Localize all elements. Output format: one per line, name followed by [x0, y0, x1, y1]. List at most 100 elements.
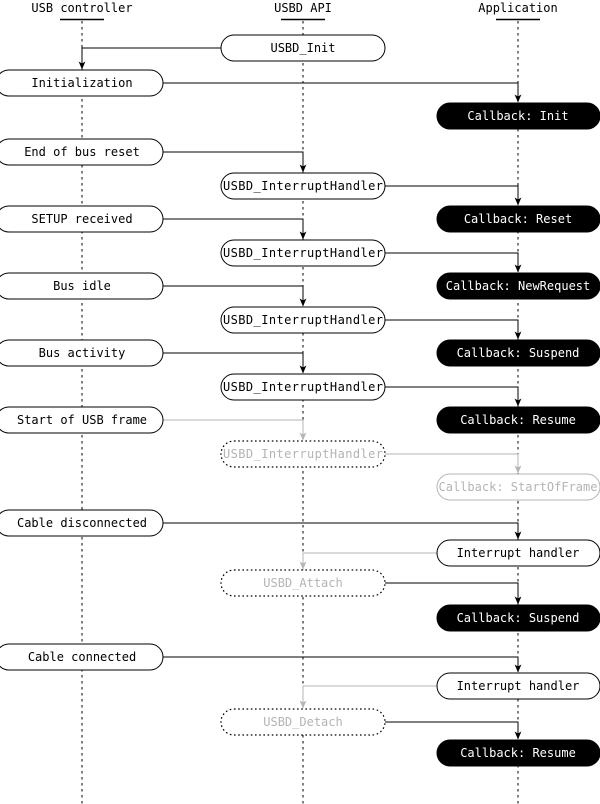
- connection-n13-to-n14: [163, 352, 307, 374]
- connection-n08-to-n09: [385, 252, 522, 273]
- node-n20[interactable]: Interrupt handler: [436, 539, 600, 567]
- node-n18[interactable]: Callback: StartOfFrame: [436, 473, 600, 501]
- connection-n17-to-n18: [385, 453, 522, 474]
- node-label-n17: USBD_InterruptHandler: [223, 447, 383, 461]
- node-box-n22[interactable]: [436, 604, 600, 632]
- connection-n16-to-n17: [163, 419, 307, 441]
- node-box-n06[interactable]: [436, 205, 600, 233]
- node-label-n05: USBD_InterruptHandler: [223, 179, 383, 193]
- connection-n19-to-n20: [163, 522, 522, 540]
- node-n02[interactable]: Initialization: [0, 69, 164, 97]
- connection-n25-to-n26: [385, 721, 522, 740]
- node-label-n19: Cable disconnected: [17, 516, 147, 530]
- node-label-n03: Callback: Init: [467, 109, 568, 123]
- connection-n02-to-n03: [163, 82, 522, 103]
- node-label-n14: USBD_InterruptHandler: [223, 380, 383, 394]
- node-box-n14[interactable]: [220, 373, 386, 401]
- connection-n04-to-n05: [163, 151, 307, 173]
- node-label-n08: USBD_InterruptHandler: [223, 246, 383, 260]
- connection-n05-to-n06: [385, 185, 522, 206]
- connection-n10-to-n11: [163, 285, 307, 307]
- node-n15[interactable]: Callback: Resume: [436, 406, 600, 434]
- node-label-n11: USBD_InterruptHandler: [223, 313, 383, 327]
- node-n21[interactable]: USBD_Attach: [220, 569, 386, 597]
- node-n06[interactable]: Callback: Reset: [436, 205, 600, 233]
- node-label-n16: Start of USB frame: [17, 413, 147, 427]
- node-n01[interactable]: USBD_Init: [220, 34, 386, 62]
- node-n03[interactable]: Callback: Init: [436, 102, 600, 130]
- node-n19[interactable]: Cable disconnected: [0, 509, 164, 537]
- node-box-n16[interactable]: [0, 406, 164, 434]
- node-n10[interactable]: Bus idle: [0, 272, 164, 300]
- node-box-n13[interactable]: [0, 339, 164, 367]
- node-label-n13: Bus activity: [39, 346, 126, 360]
- node-label-n04: End of bus reset: [24, 145, 140, 159]
- node-box-n19[interactable]: [0, 509, 164, 537]
- node-n16[interactable]: Start of USB frame: [0, 406, 164, 434]
- lifeline-header-application: Application: [478, 1, 557, 15]
- node-box-n25[interactable]: [220, 708, 386, 736]
- connection-n11-to-n12: [385, 319, 522, 340]
- node-label-n26: Callback: Resume: [460, 746, 576, 760]
- node-label-n25: USBD_Detach: [263, 715, 342, 729]
- node-box-n12[interactable]: [436, 339, 600, 367]
- node-n22[interactable]: Callback: Suspend: [436, 604, 600, 632]
- node-box-n08[interactable]: [220, 239, 386, 267]
- connections-layer: [78, 47, 522, 740]
- node-box-n18[interactable]: [436, 473, 600, 501]
- connection-n23-to-n24: [163, 656, 522, 673]
- node-box-n07[interactable]: [0, 205, 164, 233]
- node-label-n15: Callback: Resume: [460, 413, 576, 427]
- node-label-n07: SETUP received: [31, 212, 132, 226]
- node-n05[interactable]: USBD_InterruptHandler: [220, 172, 386, 200]
- node-n25[interactable]: USBD_Detach: [220, 708, 386, 736]
- lifeline-header-usbd_api: USBD API: [274, 1, 332, 15]
- node-label-n01: USBD_Init: [270, 41, 335, 55]
- connection-n21-to-n22: [385, 582, 522, 605]
- node-box-n17[interactable]: [220, 440, 386, 468]
- node-n11[interactable]: USBD_InterruptHandler: [220, 306, 386, 334]
- node-box-n23[interactable]: [0, 643, 164, 671]
- node-label-n09: Callback: NewRequest: [446, 279, 591, 293]
- node-n13[interactable]: Bus activity: [0, 339, 164, 367]
- node-label-n20: Interrupt handler: [457, 546, 580, 560]
- node-box-n01[interactable]: [220, 34, 386, 62]
- node-box-n15[interactable]: [436, 406, 600, 434]
- node-box-n04[interactable]: [0, 138, 164, 166]
- node-n09[interactable]: Callback: NewRequest: [436, 272, 600, 300]
- node-n04[interactable]: End of bus reset: [0, 138, 164, 166]
- node-label-n23: Cable connected: [28, 650, 136, 664]
- node-n12[interactable]: Callback: Suspend: [436, 339, 600, 367]
- node-box-n03[interactable]: [436, 102, 600, 130]
- connection-n14-to-n15: [385, 386, 522, 407]
- node-n24[interactable]: Interrupt handler: [436, 672, 600, 700]
- connection-n24-to-n25: [299, 685, 437, 709]
- node-box-n26[interactable]: [436, 739, 600, 767]
- node-box-n24[interactable]: [436, 672, 600, 700]
- node-label-n02: Initialization: [31, 76, 132, 90]
- node-label-n22: Callback: Suspend: [457, 611, 580, 625]
- node-n17[interactable]: USBD_InterruptHandler: [220, 440, 386, 468]
- node-label-n24: Interrupt handler: [457, 679, 580, 693]
- node-box-n09[interactable]: [436, 272, 600, 300]
- node-label-n10: Bus idle: [53, 279, 111, 293]
- headers-layer: USB controller USBD API Application: [31, 1, 558, 21]
- lifeline-header-usb_controller: USB controller: [31, 1, 132, 15]
- connection-n20-to-n21: [299, 552, 437, 570]
- node-box-n10[interactable]: [0, 272, 164, 300]
- node-n26[interactable]: Callback: Resume: [436, 739, 600, 767]
- connection-n07-to-n08: [163, 218, 307, 240]
- node-n23[interactable]: Cable connected: [0, 643, 164, 671]
- node-label-n06: Callback: Reset: [464, 212, 572, 226]
- node-box-n20[interactable]: [436, 539, 600, 567]
- node-n08[interactable]: USBD_InterruptHandler: [220, 239, 386, 267]
- node-box-n02[interactable]: [0, 69, 164, 97]
- node-n07[interactable]: SETUP received: [0, 205, 164, 233]
- node-box-n05[interactable]: [220, 172, 386, 200]
- node-n14[interactable]: USBD_InterruptHandler: [220, 373, 386, 401]
- node-box-n21[interactable]: [220, 569, 386, 597]
- node-box-n11[interactable]: [220, 306, 386, 334]
- node-label-n12: Callback: Suspend: [457, 346, 580, 360]
